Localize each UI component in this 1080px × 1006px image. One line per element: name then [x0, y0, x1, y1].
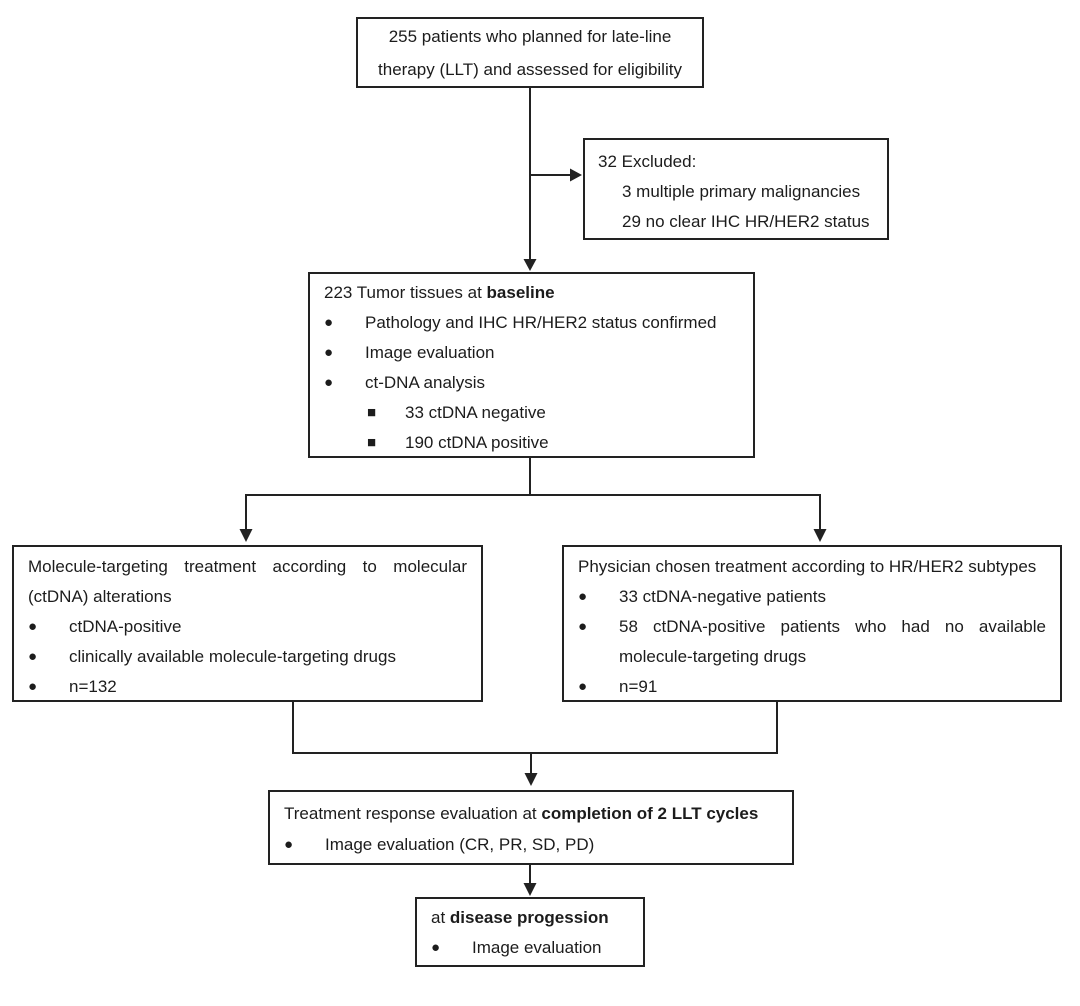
box-molecular-arm: Molecule-targeting treatment according t…	[12, 545, 483, 702]
baseline-item-text: Image evaluation	[365, 343, 495, 362]
molecular-arm-item-text: clinically available molecule-targeting …	[69, 647, 396, 666]
baseline-subitem-text: 33 ctDNA negative	[405, 403, 546, 422]
excluded-item: 29 no clear IHC HR/HER2 status	[622, 212, 870, 231]
baseline-title-bold: baseline	[486, 283, 555, 302]
eligibility-line2: therapy (LLT) and assessed for eligibili…	[378, 59, 682, 79]
molecular-arm-bullet-item: ● ctDNA-positive	[28, 612, 467, 642]
arrowhead-down-left-arm	[239, 529, 253, 542]
box-eligibility: 255 patients who planned for late-line t…	[356, 17, 704, 88]
bullet-dot-icon: ●	[28, 648, 38, 665]
baseline-bullet-item: ● Pathology and IHC HR/HER2 status confi…	[324, 308, 741, 338]
progression-title-bold: disease progession	[449, 908, 609, 927]
bullet-dot-icon: ●	[28, 678, 38, 695]
molecular-arm-item-text: ctDNA-positive	[69, 617, 182, 636]
arrowhead-down-baseline	[523, 259, 537, 271]
bullet-dot-icon: ●	[324, 344, 334, 361]
progression-bullet-item: ● Image evaluation	[431, 933, 633, 963]
bullet-dot-icon: ●	[578, 588, 588, 605]
response-title-bold: completion of 2 LLT cycles	[541, 804, 759, 823]
box-baseline: 223 Tumor tissues at baseline ● Patholog…	[308, 272, 755, 458]
progression-item-text: Image evaluation	[472, 938, 602, 957]
arrowhead-down-progression	[523, 883, 537, 896]
box-excluded: 32 Excluded: 3 multiple primary malignan…	[583, 138, 889, 240]
physician-arm-item-text: 33 ctDNA-negative patients	[619, 587, 826, 606]
physician-arm-bullet-item: ● 33 ctDNA-negative patients	[578, 582, 1046, 612]
arrowhead-down-response	[524, 773, 538, 786]
molecular-arm-bullet-item: ● clinically available molecule-targetin…	[28, 642, 467, 672]
baseline-sub-item: ■ 190 ctDNA positive	[367, 428, 741, 458]
bullet-dot-icon: ●	[578, 678, 588, 695]
baseline-subitem-text: 190 ctDNA positive	[405, 433, 549, 452]
arrowhead-down-right-arm	[813, 529, 827, 542]
bullet-dot-icon: ●	[324, 374, 334, 391]
box-response-evaluation: Treatment response evaluation at complet…	[268, 790, 794, 865]
response-title-prefix: Treatment response evaluation at	[284, 804, 542, 823]
baseline-item-text: Pathology and IHC HR/HER2 status confirm…	[365, 313, 717, 332]
baseline-bullet-item: ● Image evaluation	[324, 338, 741, 368]
physician-arm-bullet-item: ● n=91	[578, 672, 1046, 702]
response-item-text: Image evaluation (CR, PR, SD, PD)	[325, 835, 595, 854]
box-physician-arm: Physician chosen treatment according to …	[562, 545, 1062, 702]
response-title: Treatment response evaluation at complet…	[284, 798, 778, 829]
physician-arm-item-text: 58 ctDNA-positive patients who had no av…	[619, 617, 1046, 666]
excluded-title: 32 Excluded:	[598, 152, 697, 171]
bullet-dot-icon: ●	[324, 314, 334, 331]
baseline-item-text: ct-DNA analysis	[365, 373, 485, 392]
baseline-title: 223 Tumor tissues at baseline	[324, 278, 741, 308]
progression-title: at disease progession	[431, 903, 633, 933]
molecular-arm-bullet-item: ● n=132	[28, 672, 467, 702]
baseline-bullet-item: ● ct-DNA analysis	[324, 368, 741, 398]
physician-arm-item-text: n=91	[619, 677, 658, 696]
physician-arm-title: Physician chosen treatment according to …	[578, 557, 1037, 576]
molecular-arm-item-text: n=132	[69, 677, 117, 696]
progression-title-prefix: at	[431, 908, 450, 927]
bullet-square-icon: ■	[367, 404, 377, 421]
eligibility-line1: 255 patients who planned for late-line	[388, 26, 672, 46]
bullet-dot-icon: ●	[431, 939, 441, 956]
bullet-dot-icon: ●	[578, 618, 588, 635]
response-bullet-item: ● Image evaluation (CR, PR, SD, PD)	[284, 829, 778, 860]
baseline-title-prefix: 223 Tumor tissues at	[324, 283, 487, 302]
molecular-arm-title: Molecule-targeting treatment according t…	[28, 557, 467, 606]
bullet-dot-icon: ●	[28, 618, 38, 635]
baseline-sub-item: ■ 33 ctDNA negative	[367, 398, 741, 428]
bullet-dot-icon: ●	[284, 836, 294, 853]
excluded-item: 3 multiple primary malignancies	[622, 182, 861, 201]
physician-arm-bullet-item: ● 58 ctDNA-positive patients who had no …	[578, 612, 1046, 672]
bullet-square-icon: ■	[367, 434, 377, 451]
arrowhead-right-excluded	[570, 168, 582, 182]
box-disease-progression: at disease progession ● Image evaluation	[415, 897, 645, 967]
